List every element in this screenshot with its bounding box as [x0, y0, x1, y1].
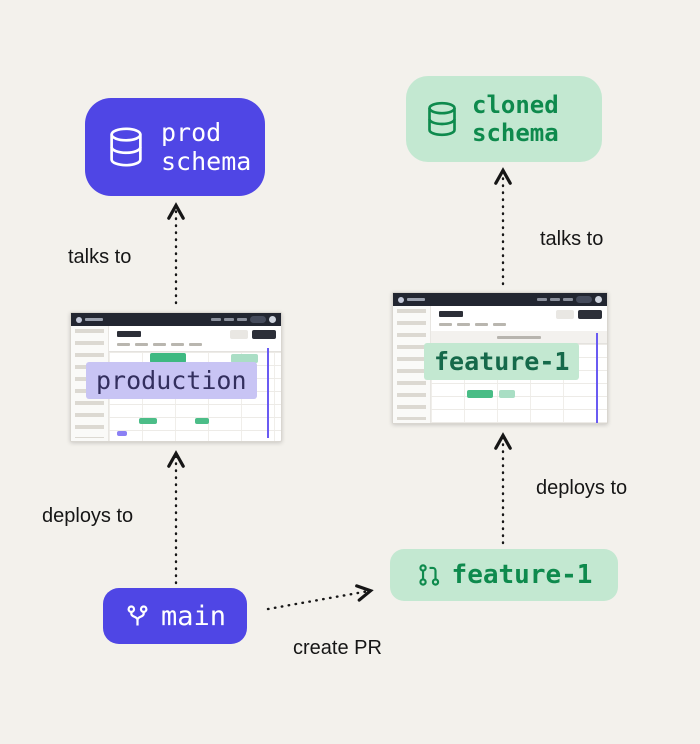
decoration — [556, 310, 574, 319]
app-logo-icon — [398, 296, 404, 303]
decoration — [85, 318, 103, 321]
cloned-schema-label: cloned schema — [472, 91, 559, 148]
prod-schema-label: prod schema — [161, 118, 251, 177]
decoration — [117, 331, 141, 337]
decoration — [250, 316, 266, 323]
edge-label-deploys-to: deploys to — [536, 477, 628, 499]
git-pull-request-icon — [416, 562, 442, 588]
main-branch-node: main — [103, 588, 247, 644]
decoration — [550, 298, 560, 301]
node-label-line: cloned — [472, 90, 559, 119]
cell-highlight — [117, 431, 127, 436]
decoration — [117, 343, 202, 346]
feature-branch-label: feature-1 — [451, 560, 593, 590]
main-branch-label: main — [160, 600, 227, 632]
app-logo-icon — [76, 316, 82, 323]
decoration — [211, 318, 221, 321]
decoration — [439, 323, 506, 326]
edge-label-create-pr: create PR — [293, 637, 382, 659]
decoration — [537, 298, 547, 301]
decoration — [224, 318, 234, 321]
database-icon — [422, 99, 462, 139]
node-label-line: schema — [472, 119, 559, 147]
cell-highlight — [150, 353, 186, 363]
decoration — [596, 333, 598, 423]
decoration — [578, 310, 602, 319]
node-label-line: prod — [161, 117, 222, 147]
prod-schema-node: prod schema — [85, 98, 265, 196]
node-label-line: schema — [161, 147, 252, 176]
database-icon — [103, 124, 149, 170]
mini-sidebar — [393, 306, 431, 423]
cell-highlight — [195, 418, 209, 424]
cell-highlight — [467, 390, 493, 398]
arrow-main-to-feature — [266, 591, 369, 611]
decoration — [237, 318, 247, 321]
edge-label-talks-to: talks to — [68, 246, 132, 268]
decoration — [431, 331, 607, 343]
feature-branch-node: feature-1 — [390, 549, 618, 601]
decoration — [439, 311, 463, 317]
cell-highlight — [499, 390, 515, 398]
cell-highlight — [231, 354, 258, 363]
feature-env-label: feature-1 — [424, 343, 580, 380]
edge-label-talks-to: talks to — [540, 228, 604, 250]
decoration — [397, 309, 426, 420]
decoration — [563, 298, 573, 301]
edge-label-deploys-to: deploys to — [42, 505, 134, 527]
cell-highlight — [139, 418, 157, 424]
decoration — [576, 296, 592, 303]
production-env-label: production — [86, 362, 257, 399]
decoration — [267, 348, 269, 438]
decoration — [230, 330, 248, 339]
decoration — [252, 330, 276, 339]
cloned-schema-node: cloned schema — [406, 76, 602, 162]
avatar — [269, 316, 276, 323]
mini-navbar — [393, 293, 607, 306]
mini-navbar — [71, 313, 281, 326]
git-branch-icon — [124, 603, 151, 630]
avatar — [595, 296, 602, 303]
decoration — [407, 298, 425, 301]
